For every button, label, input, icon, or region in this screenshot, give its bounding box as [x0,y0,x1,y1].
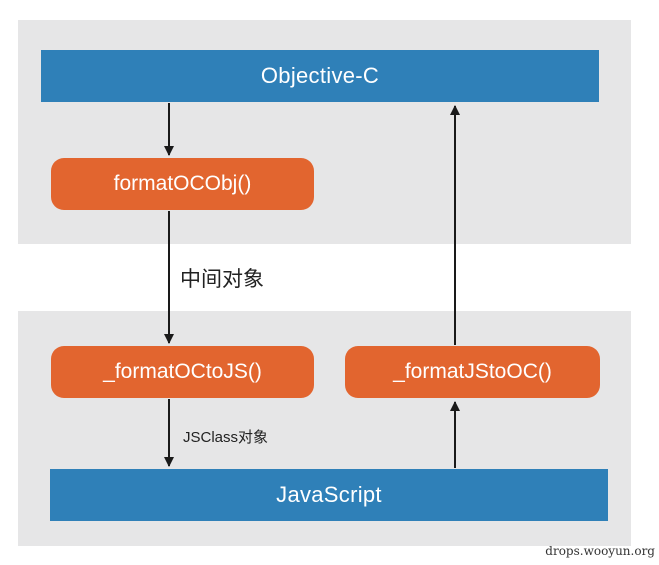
javascript-label: JavaScript [276,482,382,507]
format-oc-to-js-node: _formatOCtoJS() [51,346,314,398]
objective-c-box: Objective-C [41,50,599,102]
javascript-box: JavaScript [50,469,608,521]
format-oc-obj-node: formatOCObj() [51,158,314,210]
format-js-to-oc-node: _formatJStoOC() [345,346,600,398]
objective-c-label: Objective-C [260,63,380,88]
format-oc-obj-label: formatOCObj() [113,172,252,195]
jsclass-object-label: JSClass对象 [183,429,269,446]
format-js-to-oc-label: _formatJStoOC() [393,360,552,383]
intermediate-object-label: 中间对象 [180,268,264,291]
format-oc-to-js-label: _formatOCtoJS() [103,360,262,383]
watermark-text: drops.wooyun.org [545,544,655,558]
